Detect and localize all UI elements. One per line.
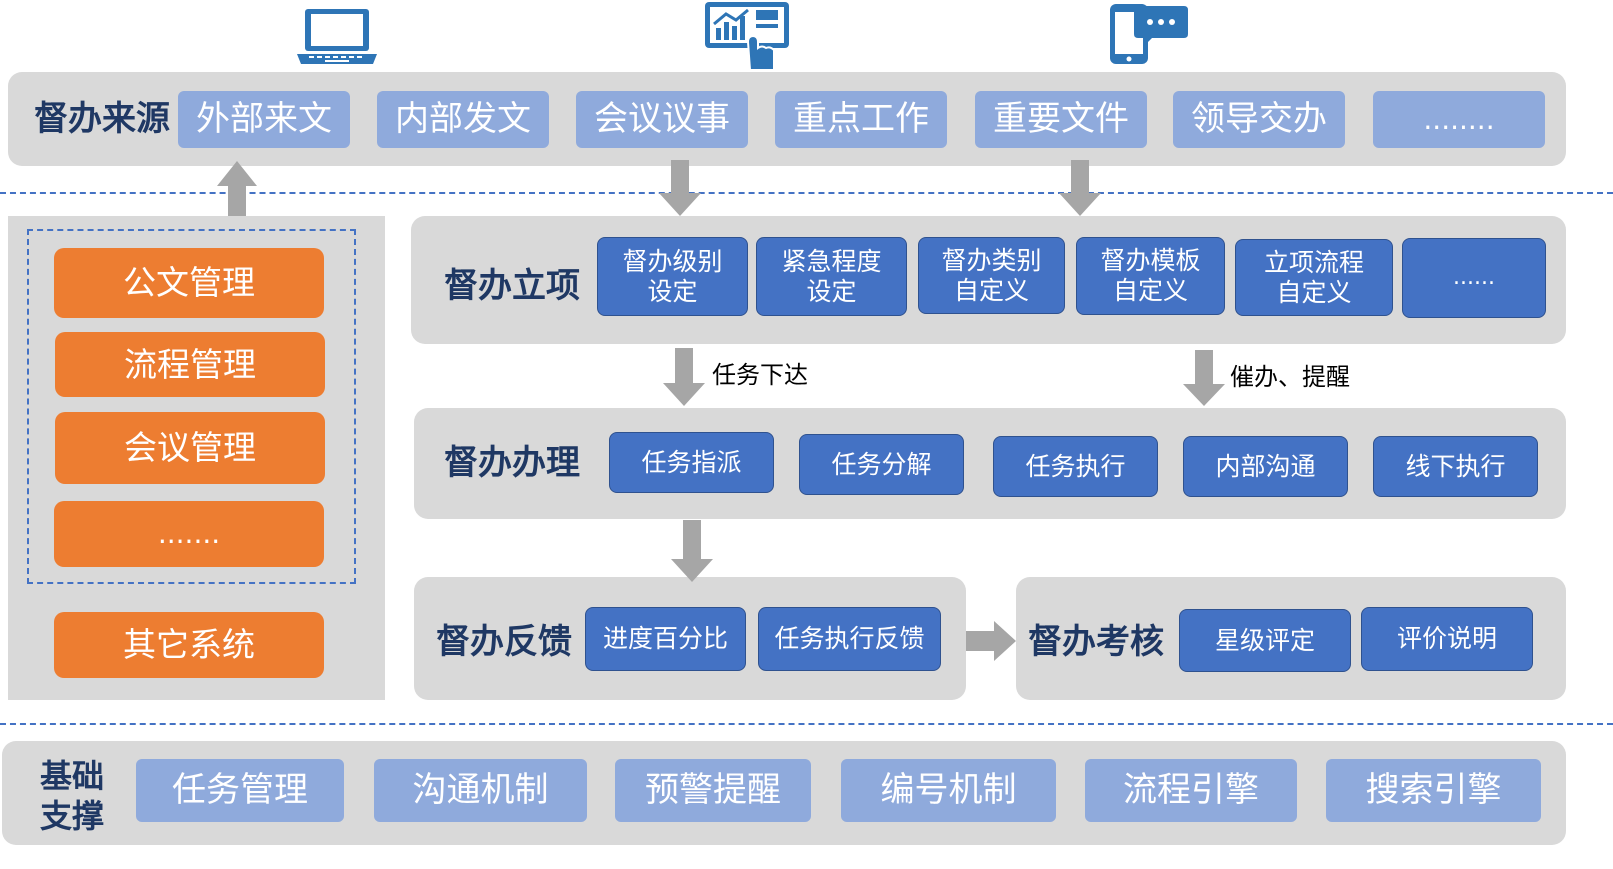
handle-item-communicate: 内部沟通 xyxy=(1183,436,1348,497)
handle-title: 督办办理 xyxy=(444,442,580,483)
base-item-task: 任务管理 xyxy=(136,759,344,822)
source-item-more: ........ xyxy=(1373,91,1545,148)
arrow-down-dispatch xyxy=(663,348,705,406)
source-item-external: 外部来文 xyxy=(178,91,350,148)
source-item-keywork: 重点工作 xyxy=(775,91,947,148)
setup-item-template: 督办模板 自定义 xyxy=(1076,237,1225,315)
base-item-warning: 预警提醒 xyxy=(615,759,811,822)
feedback-title: 督办反馈 xyxy=(436,621,572,662)
arrow-down-meeting xyxy=(659,160,701,216)
base-item-communication: 沟通机制 xyxy=(374,759,587,822)
setup-item-more: ...... xyxy=(1402,238,1546,318)
setup-title: 督办立项 xyxy=(444,265,580,306)
left-item-more: ....... xyxy=(54,501,324,567)
laptop-icon xyxy=(297,9,377,64)
arrow-down-handle xyxy=(671,520,713,582)
separator-top xyxy=(0,192,1613,194)
arrow-down-important xyxy=(1059,160,1101,216)
base-item-numbering: 编号机制 xyxy=(841,759,1056,822)
handle-item-split: 任务分解 xyxy=(799,434,964,495)
feedback-item-progress: 进度百分比 xyxy=(585,607,746,671)
setup-item-category: 督办类别 自定义 xyxy=(918,237,1065,314)
source-item-internal: 内部发文 xyxy=(377,91,549,148)
arrow-down-remind xyxy=(1183,350,1225,406)
touch-chart-icon xyxy=(705,2,789,71)
assess-title: 督办考核 xyxy=(1028,621,1164,662)
assess-item-star: 星级评定 xyxy=(1179,609,1351,672)
arrow-up-left xyxy=(217,161,257,216)
setup-item-flow: 立项流程 自定义 xyxy=(1235,239,1393,316)
left-item-other-system: 其它系统 xyxy=(54,612,324,678)
base-item-search-engine: 搜索引擎 xyxy=(1326,759,1541,822)
left-item-meeting: 会议管理 xyxy=(55,412,325,484)
handle-item-offline: 线下执行 xyxy=(1373,436,1538,497)
arrow-right-assess xyxy=(966,621,1016,661)
note-remind: 催办、提醒 xyxy=(1230,363,1350,391)
source-item-leader: 领导交办 xyxy=(1173,91,1345,148)
base-title: 基础 支撑 xyxy=(40,757,105,835)
left-item-process: 流程管理 xyxy=(55,332,325,397)
assess-item-comment: 评价说明 xyxy=(1361,607,1533,671)
mobile-chat-icon xyxy=(1110,4,1188,64)
base-item-flow-engine: 流程引擎 xyxy=(1085,759,1297,822)
setup-item-level: 督办级别 设定 xyxy=(597,237,748,316)
source-item-important-doc: 重要文件 xyxy=(975,91,1147,148)
handle-item-execute: 任务执行 xyxy=(993,436,1158,497)
left-item-document: 公文管理 xyxy=(54,248,324,318)
source-item-meeting: 会议议事 xyxy=(576,91,748,148)
separator-bottom xyxy=(0,723,1613,725)
left-dashed-group xyxy=(27,229,356,584)
feedback-item-report: 任务执行反馈 xyxy=(758,607,941,671)
handle-item-assign: 任务指派 xyxy=(609,432,774,493)
note-dispatch: 任务下达 xyxy=(712,361,808,389)
setup-item-urgency: 紧急程度 设定 xyxy=(756,237,907,316)
source-title: 督办来源 xyxy=(34,98,170,139)
